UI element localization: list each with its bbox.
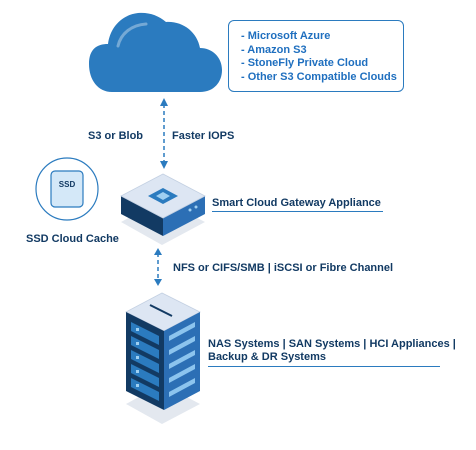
s3-blob-label: S3 or Blob [88, 130, 144, 142]
storage-label-underline [208, 366, 440, 367]
ssd-cache-icon [35, 157, 99, 221]
gateway-appliance-icon [120, 173, 206, 245]
ssd-cloud-cache-label: SSD Cloud Cache [26, 233, 119, 245]
faster-iops-label: Faster IOPS [172, 130, 235, 142]
ssd-chip-label: SSD [58, 180, 76, 189]
cloud-icon [89, 12, 222, 92]
cloud-provider-item: - Other S3 Compatible Clouds [241, 70, 397, 83]
cloud-provider-item: - Microsoft Azure [241, 30, 331, 42]
cloud-provider-item: - Amazon S3 [241, 43, 307, 56]
cloud-gateway-link [160, 98, 168, 169]
storage-systems-label-line2: Backup & DR Systems [208, 351, 326, 363]
cloud-providers-box: - Microsoft Azure - Amazon S3 - StoneFly… [228, 20, 404, 92]
server-rack-icon [125, 292, 201, 424]
protocols-label: NFS or CIFS/SMB | iSCSI or Fibre Channel [173, 262, 394, 274]
cloud-provider-item: - StoneFly Private Cloud [241, 57, 369, 69]
gateway-label: Smart Cloud Gateway Appliance [212, 197, 381, 209]
gateway-label-underline [212, 211, 383, 212]
gateway-storage-link [154, 248, 162, 286]
storage-systems-label-line1: NAS Systems | SAN Systems | HCI Applianc… [208, 338, 456, 350]
